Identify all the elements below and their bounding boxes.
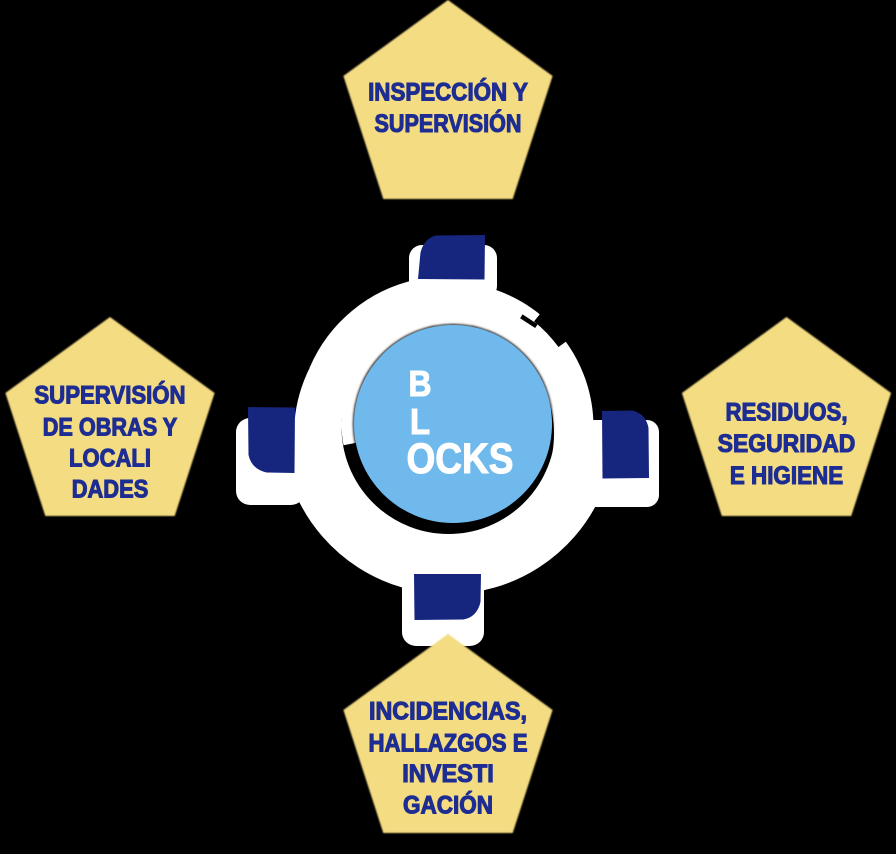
svg-text:LOCALI: LOCALI [69,445,151,473]
svg-text:INVESTI: INVESTI [402,760,494,788]
svg-text:B: B [409,363,432,404]
svg-text:SUPERVISIÓN: SUPERVISIÓN [375,108,522,138]
svg-text:DE OBRAS Y: DE OBRAS Y [43,413,178,441]
svg-text:INSPECCIÓN Y: INSPECCIÓN Y [368,77,528,107]
svg-text:HALLAZGOS E: HALLAZGOS E [369,730,528,758]
svg-text:E HIGIENE: E HIGIENE [730,462,843,490]
svg-text:DADES: DADES [72,476,149,504]
svg-text:SEGURIDAD: SEGURIDAD [718,430,856,458]
svg-text:GACIÓN: GACIÓN [403,790,493,820]
svg-text:SUPERVISIÓN: SUPERVISIÓN [34,380,185,410]
svg-text:OCKS: OCKS [407,435,514,483]
svg-text:L: L [410,401,430,442]
svg-text:INCIDENCIAS,: INCIDENCIAS, [369,698,527,726]
svg-text:RESIDUOS,: RESIDUOS, [726,398,848,426]
